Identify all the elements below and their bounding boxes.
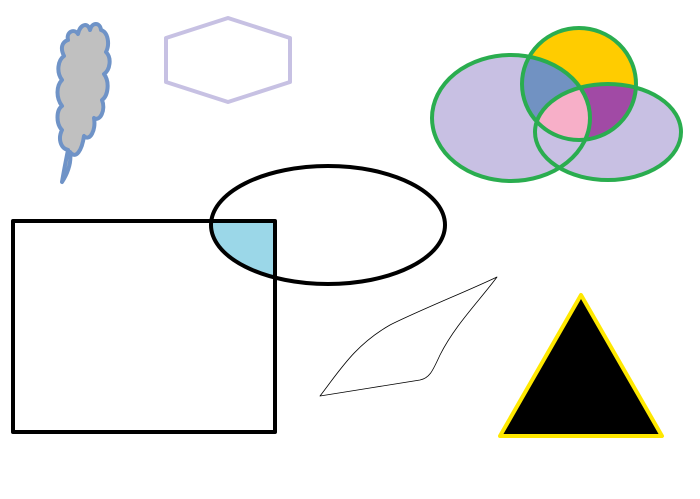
venn-center-overlap — [535, 84, 590, 140]
rectangle-ellipse-overlap — [211, 221, 275, 278]
venn-top-outline — [520, 26, 638, 142]
black-ellipse-outline — [209, 164, 447, 286]
black-triangle-yellow-outline — [498, 293, 664, 438]
black-rectangle-outline — [11, 219, 277, 434]
thin-freeform-curve — [319, 276, 498, 397]
gray-cloud-shape — [55, 22, 112, 184]
venn-right-outline — [533, 82, 683, 182]
three-circle-venn-diagram — [430, 26, 683, 183]
lavender-hexagon-outline — [164, 16, 292, 104]
venn-left-outline — [430, 53, 592, 183]
